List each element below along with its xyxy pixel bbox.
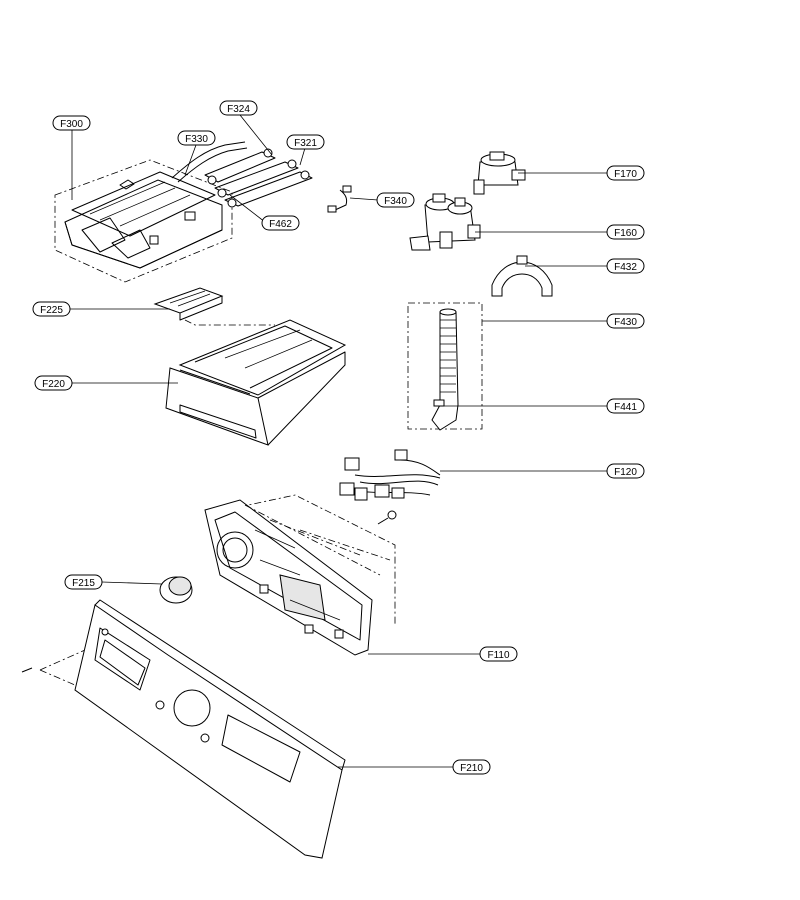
label-f330: F330 bbox=[185, 134, 208, 145]
callout-f324: F324 bbox=[219, 100, 258, 116]
f225-to-f220-guide bbox=[184, 319, 275, 326]
callout-f321: F321 bbox=[286, 134, 325, 150]
label-f210: F210 bbox=[460, 763, 483, 774]
part-f300-dispenser-housing bbox=[54, 159, 233, 283]
f110-to-f210-guide bbox=[244, 504, 381, 576]
label-f170: F170 bbox=[614, 169, 637, 180]
callout-f441: F441 bbox=[606, 398, 645, 414]
part-f324-hoses bbox=[204, 148, 313, 208]
part-f170-inlet-valve bbox=[473, 151, 526, 195]
label-f441: F441 bbox=[614, 402, 637, 413]
label-f300: F300 bbox=[60, 119, 83, 130]
callout-f225: F225 bbox=[32, 301, 71, 317]
label-f110: F110 bbox=[487, 650, 509, 661]
callout-f170: F170 bbox=[606, 165, 645, 181]
label-f462: F462 bbox=[269, 219, 292, 230]
label-f321: F321 bbox=[294, 138, 317, 149]
callout-f432: F432 bbox=[606, 258, 645, 274]
part-f340-sensor bbox=[327, 185, 352, 213]
part-f210-control-panel bbox=[21, 599, 346, 859]
callout-f215: F215 bbox=[64, 574, 103, 590]
label-f225: F225 bbox=[40, 305, 63, 316]
part-f225-siphon-cap bbox=[153, 287, 224, 321]
callout-f462: F462 bbox=[261, 215, 300, 231]
part-f430-drain-hose bbox=[407, 302, 483, 431]
callout-f160: F160 bbox=[606, 224, 645, 240]
part-f432-hose-hanger bbox=[491, 255, 553, 297]
callout-f430: F430 bbox=[606, 313, 645, 329]
part-f110-control-board bbox=[204, 494, 396, 656]
label-f340: F340 bbox=[384, 196, 407, 207]
part-f330-hose bbox=[171, 141, 248, 183]
callout-f340: F340 bbox=[376, 192, 415, 208]
part-f160-inlet-valve bbox=[409, 193, 481, 251]
part-screw bbox=[377, 510, 397, 525]
label-f324: F324 bbox=[227, 104, 250, 115]
label-f220: F220 bbox=[42, 379, 65, 390]
part-f220-dispenser-drawer bbox=[165, 319, 347, 446]
callout-f120: F120 bbox=[606, 463, 645, 479]
part-f120-wiring-harness bbox=[339, 449, 441, 501]
callout-f210: F210 bbox=[452, 759, 491, 775]
leader-lines bbox=[70, 114, 608, 768]
label-f160: F160 bbox=[614, 228, 637, 239]
callout-f110: F110 bbox=[479, 646, 518, 662]
callout-f220: F220 bbox=[34, 375, 73, 391]
part-f215-knob bbox=[159, 576, 193, 604]
callout-f330: F330 bbox=[177, 130, 216, 146]
label-f432: F432 bbox=[614, 262, 637, 273]
label-f215: F215 bbox=[72, 578, 95, 589]
label-f120: F120 bbox=[614, 467, 637, 478]
callout-f300: F300 bbox=[52, 115, 91, 131]
label-f430: F430 bbox=[614, 317, 637, 328]
